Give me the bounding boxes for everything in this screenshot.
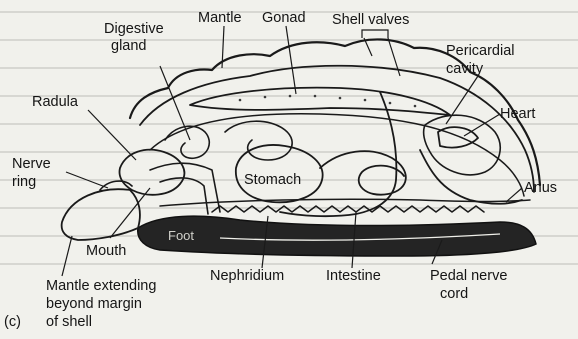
label-anus: Anus bbox=[524, 180, 557, 196]
digestive-gland-loop bbox=[225, 121, 292, 160]
label-pericardial-cavity-line2: cavity bbox=[446, 61, 484, 77]
panel-letter: (c) bbox=[4, 314, 21, 330]
label-mantle-extending-line2: beyond margin bbox=[46, 296, 142, 312]
label-digestive-gland-line1: Digestive bbox=[104, 21, 164, 37]
label-gonad: Gonad bbox=[262, 10, 306, 26]
label-intestine: Intestine bbox=[326, 268, 381, 284]
label-shell-valves: Shell valves bbox=[332, 12, 409, 28]
label-heart: Heart bbox=[500, 106, 535, 122]
label-radula: Radula bbox=[32, 94, 79, 110]
label-pedal-nerve-cord-line2: cord bbox=[440, 286, 468, 302]
radula-shape bbox=[120, 150, 185, 195]
foot-shape bbox=[138, 216, 536, 256]
label-foot: Foot bbox=[168, 228, 194, 243]
intestine-to-anus bbox=[420, 150, 522, 204]
label-mantle-extending-line1: Mantle extending bbox=[46, 278, 156, 294]
nephridium-band bbox=[212, 206, 484, 212]
label-mouth: Mouth bbox=[86, 243, 126, 259]
digestive-gland-shape bbox=[165, 126, 209, 158]
gonad-shape bbox=[190, 88, 450, 115]
heart-shape bbox=[438, 127, 478, 147]
label-mantle-extending-line3: of shell bbox=[46, 314, 92, 330]
intestine-long bbox=[280, 92, 396, 216]
label-mantle: Mantle bbox=[198, 10, 242, 26]
label-nephridium: Nephridium bbox=[210, 268, 284, 284]
label-digestive-gland-line2: gland bbox=[111, 38, 146, 54]
diagram-labels: Digestive gland Mantle Gonad Shell valve… bbox=[4, 10, 557, 330]
label-pedal-nerve-cord-line1: Pedal nerve bbox=[430, 268, 507, 284]
intestine-loops bbox=[320, 151, 406, 195]
label-nerve-ring-line2: ring bbox=[12, 174, 36, 190]
body-wall-inner bbox=[150, 114, 524, 196]
label-nerve-ring-line1: Nerve bbox=[12, 156, 51, 172]
label-stomach: Stomach bbox=[244, 172, 301, 188]
label-pericardial-cavity-line1: Pericardial bbox=[446, 43, 515, 59]
